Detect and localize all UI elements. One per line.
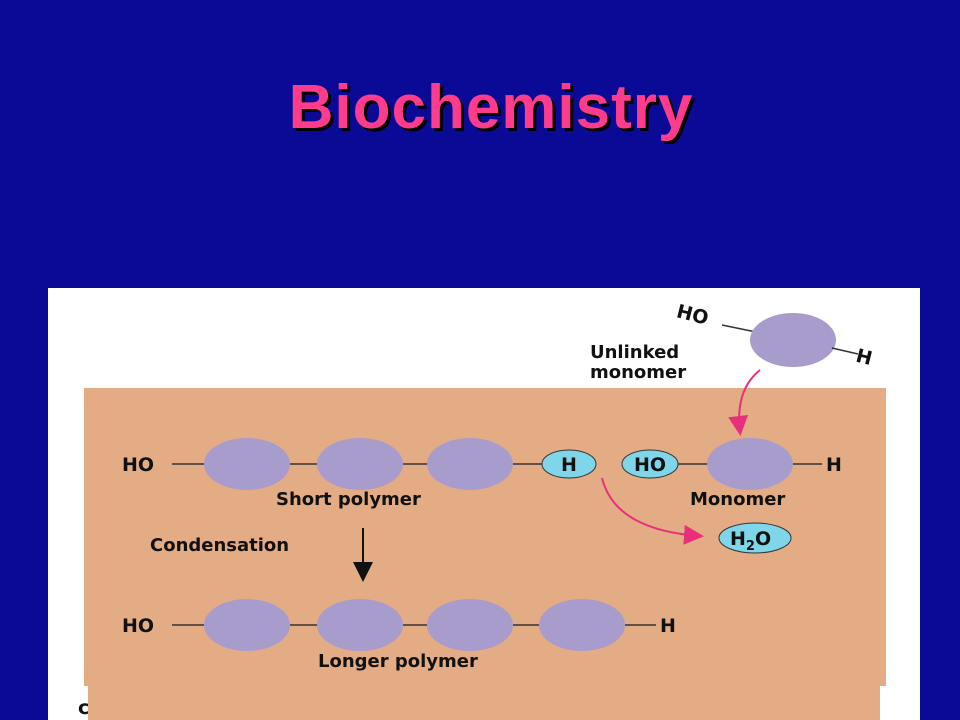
ho-bead-label: HO xyxy=(634,454,666,476)
longer-polymer-bead-2 xyxy=(317,599,403,651)
unlinked-monomer-bead xyxy=(750,313,836,367)
longer-polymer-bead-1 xyxy=(204,599,290,651)
longer-polymer-h-label: H xyxy=(660,615,676,637)
water-arrow xyxy=(601,477,704,545)
longer-polymer-ho-label: HO xyxy=(122,615,154,637)
monomer-label: Monomer xyxy=(690,489,785,510)
cropped-caption-letter: c xyxy=(78,697,89,719)
unlinked-h-label: H xyxy=(854,345,875,370)
unlinked-ho-label: HO xyxy=(674,301,710,330)
unlinked-monomer-label-2: monomer xyxy=(590,362,686,383)
h-bead xyxy=(541,449,597,479)
water-bead xyxy=(718,522,792,554)
monomer-h-label: H xyxy=(826,454,842,476)
water-molecule: H2O xyxy=(718,522,792,554)
short-polymer-label: Short polymer xyxy=(276,489,421,510)
unlinked-monomer: HO H Unlinked monomer xyxy=(590,301,874,383)
longer-polymer-bead-3 xyxy=(427,599,513,651)
longer-polymer-bead-4 xyxy=(539,599,625,651)
monomer-arrow xyxy=(728,369,761,436)
slide-title: Biochemistry xyxy=(288,73,694,142)
reaction-box-footer xyxy=(88,686,880,720)
short-polymer-ho-label: HO xyxy=(122,454,154,476)
short-polymer-bead-2 xyxy=(317,438,403,490)
condensation-label: Condensation xyxy=(150,535,289,556)
longer-polymer-label: Longer polymer xyxy=(318,651,478,672)
monomer-bead xyxy=(707,438,793,490)
water-formula: H2O xyxy=(730,528,771,554)
short-polymer-bead-3 xyxy=(427,438,513,490)
unlinked-monomer-label-1: Unlinked xyxy=(590,342,679,363)
short-polymer-row: HO H HO H Short polymer Monomer xyxy=(122,438,842,510)
longer-polymer-row: HO H Longer polymer xyxy=(122,599,676,672)
h-bead-label: H xyxy=(561,454,577,476)
short-polymer-bead-1 xyxy=(204,438,290,490)
